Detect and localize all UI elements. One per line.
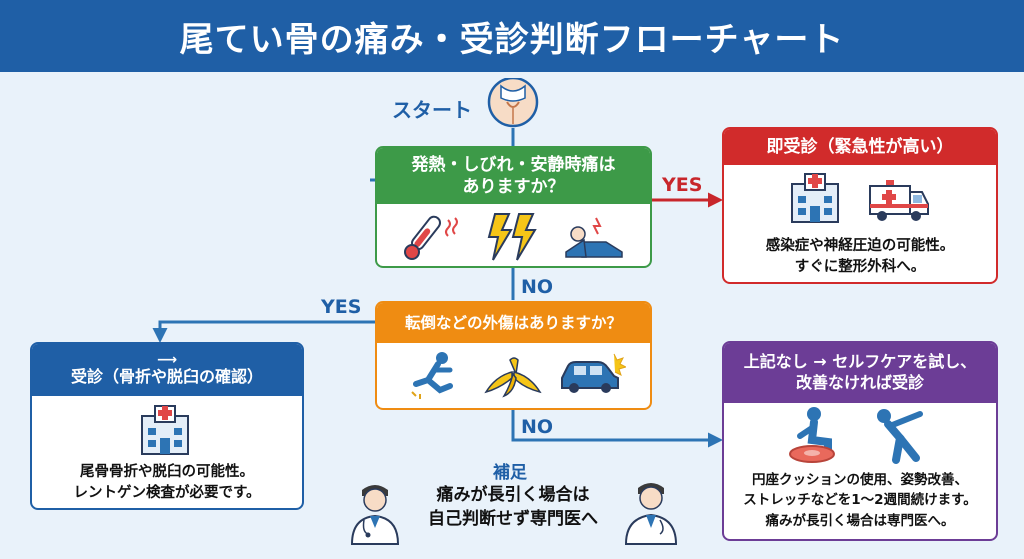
stretching-icon — [877, 409, 923, 464]
visit-line1: 尾骨骨折や脱臼の可能性。 — [80, 464, 254, 480]
hospital-icon — [791, 173, 839, 223]
no-label-1: NO — [521, 276, 554, 298]
no-label-2: NO — [521, 416, 554, 438]
body-icon — [487, 78, 539, 128]
question-trauma-box: 転倒などの外傷はありますか？ — [375, 301, 652, 410]
doctor-icon — [350, 485, 400, 545]
selfcare-line1: 円座クッションの使用、姿勢改善、 — [752, 472, 968, 488]
thermometer-icon — [404, 215, 458, 260]
start-label: スタート — [392, 98, 472, 122]
urgent-description: 感染症や神経圧迫の可能性。 すぐに整形外科へ。 — [725, 236, 995, 278]
question-fever-title: 発熱・しびれ・安静時痛は ありますか？ — [377, 148, 650, 204]
selfcare-title-line1: 上記なし → セルフケアを試し、 — [743, 352, 977, 372]
lying-person-icon — [565, 217, 623, 258]
note-text: 痛みが長引く場合は 自己判断せず専門医へ — [408, 484, 618, 532]
visit-description: 尾骨骨折や脱臼の可能性。 レントゲン検査が必要です。 — [33, 462, 301, 504]
selfcare-line2: ストレッチなどを1〜2週間続けます。 — [743, 492, 977, 509]
note-line2: 自己判断せず専門医へ — [428, 508, 598, 529]
urgent-line2: すぐに整形外科へ。 — [794, 259, 926, 276]
car-crash-icon — [561, 353, 626, 393]
falling-person-icon — [411, 352, 453, 399]
selfcare-description: 円座クッションの使用、姿勢改善、 ストレッチなどを1〜2週間続けます。 痛みが長… — [725, 470, 995, 531]
selfcare-line3: 痛みが長引く場合は専門医へ。 — [765, 512, 955, 529]
ambulance-icon — [869, 180, 929, 221]
yes-label-urgent: YES — [662, 174, 703, 196]
question-fever-line1: 発熱・しびれ・安静時痛は — [411, 154, 616, 175]
note-line1: 痛みが長引く場合は — [436, 485, 590, 505]
urgent-title: 即受診（緊急性が高い） — [724, 129, 996, 165]
visit-arrow-glyph: ⟶ — [156, 351, 178, 368]
yes-label-visit: YES — [321, 296, 362, 318]
urgent-line1: 感染症や神経圧迫の可能性。 — [765, 238, 955, 254]
lightning-icon — [487, 213, 537, 261]
banana-peel-icon — [484, 357, 542, 398]
selfcare-title-line2: 改善なければ受診 — [795, 373, 924, 392]
visit-title: 受診（骨折や脱臼の確認） — [70, 366, 263, 386]
page-title: 尾てい骨の痛み・受診判断フローチャート — [0, 0, 1024, 72]
question-fever-line2: ありますか？ — [462, 177, 565, 197]
cushion-sitting-icon — [789, 407, 835, 463]
hospital-icon-2 — [141, 405, 189, 455]
question-trauma-title: 転倒などの外傷はありますか？ — [377, 303, 650, 343]
visit-line2: レントゲン検査が必要です。 — [73, 485, 261, 502]
selfcare-box: 上記なし → セルフケアを試し、 改善なければ受診 — [722, 341, 998, 541]
selfcare-title-bar: 上記なし → セルフケアを試し、 改善なければ受診 — [724, 343, 996, 403]
note-heading: 補足 — [493, 463, 527, 483]
urgent-box: 即受診（緊急性が高い） — [722, 127, 998, 284]
doctor-icon-2 — [624, 483, 678, 545]
visit-title-bar: ⟶ 受診（骨折や脱臼の確認） — [32, 344, 302, 396]
